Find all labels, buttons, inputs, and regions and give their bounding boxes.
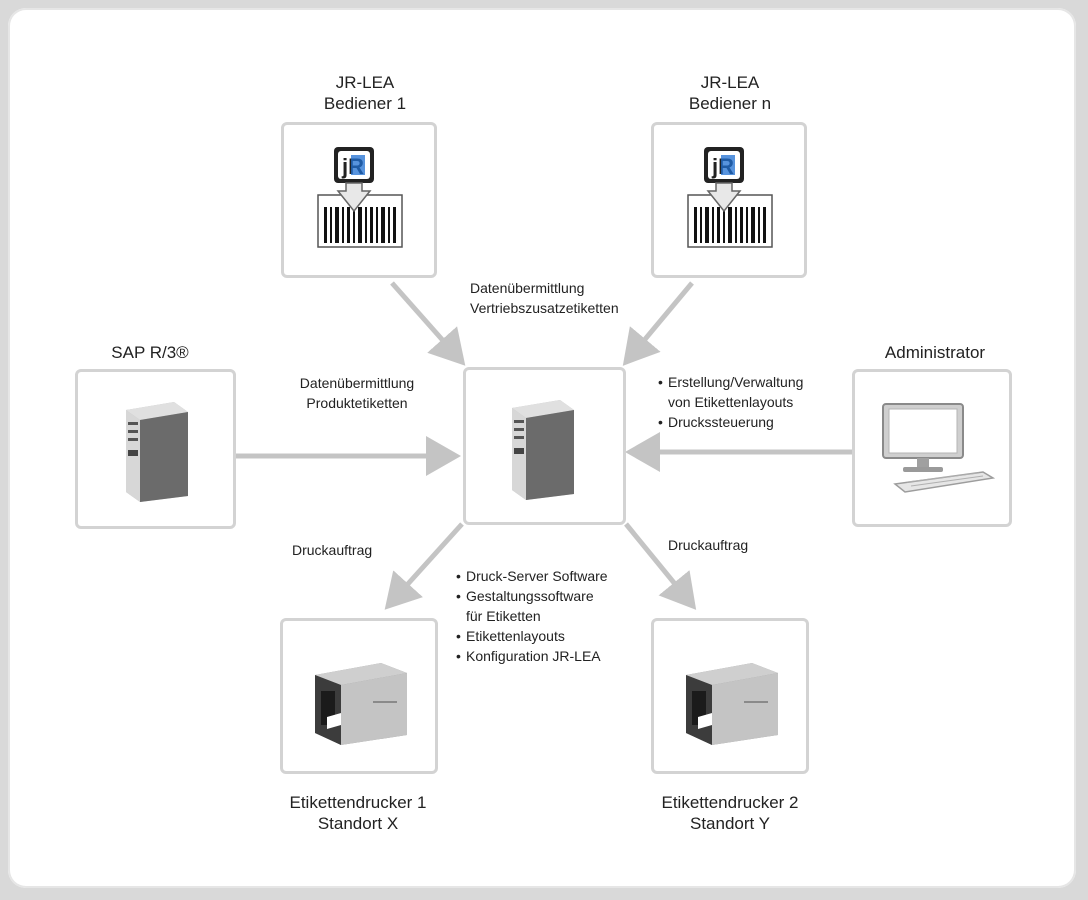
printer2-label: Etikettendrucker 2 Standort Y bbox=[640, 792, 820, 834]
server-item-2: • Gestaltungssoftware bbox=[456, 586, 608, 606]
admin-task-1: • Erstellung/Verwaltung bbox=[658, 372, 803, 392]
label-printer-icon bbox=[686, 663, 778, 745]
server-item-1: • Druck-Server Software bbox=[456, 566, 608, 586]
printer1-label-line2: Standort X bbox=[317, 814, 399, 833]
note-print-job-right: Druckauftrag bbox=[668, 537, 749, 553]
server-item-4-text: Konfiguration JR-LEA bbox=[466, 648, 601, 664]
server-item-4: • Konfiguration JR-LEA bbox=[456, 646, 608, 666]
note-print-job-left: Druckauftrag bbox=[292, 542, 373, 558]
operator1-label-line2: Bediener 1 bbox=[323, 94, 407, 113]
note-left-data-transfer: Datenübermittlung Produktetiketten bbox=[282, 373, 432, 413]
server-tower-icon bbox=[126, 402, 188, 502]
sap-label: SAP R/3® bbox=[111, 343, 189, 362]
bullet: • bbox=[456, 628, 461, 644]
admin-task-2: • Druckssteuerung bbox=[658, 412, 803, 432]
note-top-line1: Datenübermittlung bbox=[470, 280, 585, 296]
operatorN-label-line2: Bediener n bbox=[688, 94, 772, 113]
barcode-label-icon: jR bbox=[317, 147, 403, 248]
operator1-label: JR-LEA Bediener 1 bbox=[290, 72, 440, 114]
sap-node bbox=[75, 369, 236, 529]
bullet: • bbox=[456, 568, 461, 584]
note-left-line1: Datenübermittlung bbox=[299, 375, 415, 391]
note-server-contents: • Druck-Server Software • Gestaltungssof… bbox=[456, 566, 608, 666]
server-item-2-cont: für Etiketten bbox=[466, 608, 541, 624]
operator1-node: jR bbox=[281, 122, 437, 278]
operatorN-node: jR bbox=[651, 122, 807, 278]
operator1-label-line1: JR-LEA bbox=[335, 73, 395, 92]
printer1-label-line1: Etikettendrucker 1 bbox=[289, 793, 427, 812]
bullet: • bbox=[456, 648, 461, 664]
server-tower-icon bbox=[512, 400, 574, 500]
arrow-server-to-printer1 bbox=[384, 522, 464, 610]
note-left-line2: Produktetiketten bbox=[306, 395, 408, 411]
note-admin-tasks: • Erstellung/Verwaltung von Etikettenlay… bbox=[658, 372, 803, 432]
desktop-computer-icon bbox=[882, 403, 996, 493]
admin-node bbox=[852, 369, 1012, 527]
bullet: • bbox=[658, 414, 663, 430]
arrow-operatorN-to-server bbox=[622, 281, 694, 366]
printer2-node bbox=[651, 618, 809, 774]
server-item-1-text: Druck-Server Software bbox=[466, 568, 608, 584]
label-printer-icon bbox=[315, 663, 407, 745]
server-item-2-text: Gestaltungssoftware bbox=[466, 588, 594, 604]
printer2-label-line2: Standort Y bbox=[689, 814, 771, 833]
admin-task-1-cont: von Etikettenlayouts bbox=[668, 394, 794, 410]
arrow-server-to-printer2 bbox=[624, 522, 697, 610]
operatorN-label: JR-LEA Bediener n bbox=[650, 72, 810, 114]
arrow-operator1-to-server bbox=[390, 281, 466, 366]
printer1-label: Etikettendrucker 1 Standort X bbox=[268, 792, 448, 834]
admin-label: Administrator bbox=[884, 343, 986, 362]
bullet: • bbox=[456, 588, 461, 604]
printer2-label-line1: Etikettendrucker 2 bbox=[661, 793, 799, 812]
admin-task-2-text: Druckssteuerung bbox=[668, 414, 774, 430]
server-item-3: • Etikettenlayouts bbox=[456, 626, 608, 646]
note-top-line2: Vertriebszusatzetiketten bbox=[470, 300, 619, 316]
admin-task-1-text: Erstellung/Verwaltung bbox=[668, 374, 804, 390]
bullet: • bbox=[658, 374, 663, 390]
server-item-3-text: Etikettenlayouts bbox=[466, 628, 565, 644]
printer1-node bbox=[280, 618, 438, 774]
central-server-node bbox=[463, 367, 626, 525]
barcode-label-icon: jR bbox=[687, 147, 773, 248]
note-top-data-transfer: Datenübermittlung Vertriebszusatzetikett… bbox=[470, 278, 619, 318]
operatorN-label-line1: JR-LEA bbox=[700, 73, 760, 92]
